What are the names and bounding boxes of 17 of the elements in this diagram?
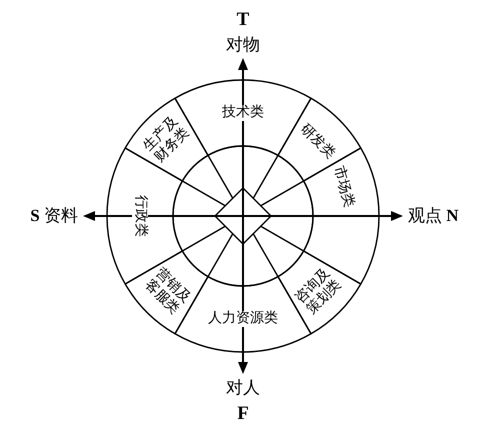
axis-label: 观点 N — [408, 206, 459, 226]
axis-label: F — [237, 404, 249, 424]
axis-label: 对人 — [226, 378, 260, 398]
sector-label: 市场类 — [330, 164, 356, 210]
axis-label: 对物 — [226, 35, 260, 55]
sector-label: 咨询及策划类 — [292, 265, 346, 318]
axis-label: S 资料 — [30, 206, 78, 226]
ring-sector — [277, 250, 362, 335]
sector-label: 生产及财务类 — [140, 114, 194, 167]
sector-label: 营销及客服类 — [140, 265, 194, 318]
ring-sector — [124, 250, 209, 335]
sector-label: 行政类 — [132, 194, 148, 238]
axis-label: T — [236, 10, 250, 30]
ring-sector — [124, 97, 209, 182]
sector-label: 研发类 — [296, 122, 338, 163]
sector-label: 人力资源类 — [207, 311, 279, 327]
sector-label: 技术类 — [221, 105, 265, 121]
